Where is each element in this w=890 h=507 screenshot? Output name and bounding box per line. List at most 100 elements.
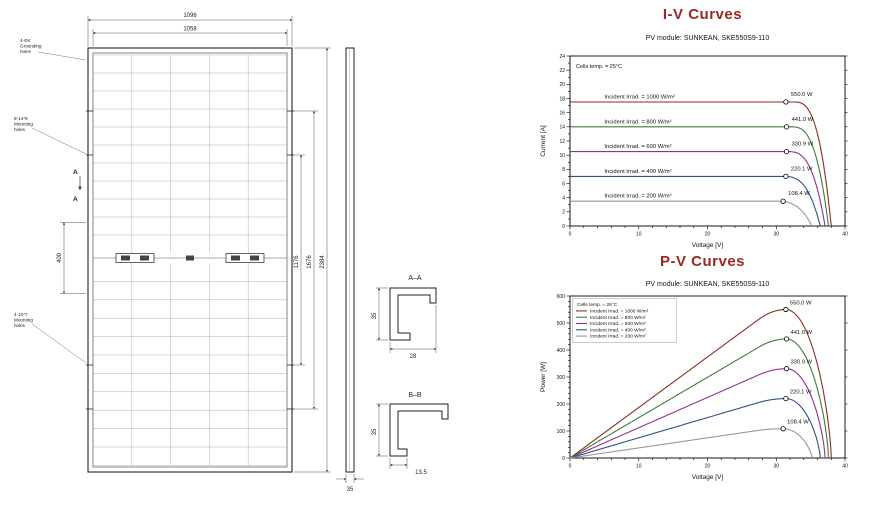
dim-overall-height: 2384 bbox=[320, 255, 326, 269]
svg-text:600: 600 bbox=[557, 294, 566, 300]
pmax-label-pv-1000: 550.0 W bbox=[790, 301, 812, 307]
pmax-label-pv-800: 441.0 W bbox=[791, 330, 813, 336]
dim-hole-span-outer: 1676 bbox=[307, 255, 313, 269]
pv-curve-600 bbox=[569, 368, 826, 459]
dimension-lines bbox=[31, 16, 437, 483]
dim-aa-height: 35 bbox=[372, 312, 378, 319]
iv-plot-area bbox=[569, 55, 846, 227]
mpp-marker-600 bbox=[783, 148, 790, 155]
svg-text:2: 2 bbox=[562, 210, 565, 216]
iv-curve-400 bbox=[570, 175, 821, 227]
svg-text:0: 0 bbox=[569, 232, 572, 238]
section-aa-label: A–A bbox=[408, 275, 422, 282]
svg-text:16: 16 bbox=[559, 110, 565, 116]
irrad-label-400: Incident Irrad. = 400 W/m² bbox=[604, 169, 671, 175]
svg-text:300: 300 bbox=[557, 375, 566, 381]
mpp-marker-pv-1000 bbox=[783, 306, 789, 313]
svg-text:30: 30 bbox=[773, 464, 779, 470]
pmax-label-pv-400: 220.1 W bbox=[790, 390, 812, 396]
mpp-marker-400 bbox=[783, 173, 789, 179]
solar-cell-grid bbox=[93, 54, 287, 466]
dim-inner-width: 1058 bbox=[183, 27, 197, 33]
svg-text:0: 0 bbox=[562, 456, 565, 462]
pmax-label-pv-200: 108.4 W bbox=[787, 420, 809, 426]
irrad-label-200: Incident Irrad. = 200 W/m² bbox=[604, 194, 671, 200]
pv-curves-chart: PV module: SUNKEAN, SKE550S9-110 0 10 20 30 4… bbox=[540, 281, 848, 481]
svg-text:10: 10 bbox=[559, 153, 565, 159]
dim-aa-width: 28 bbox=[410, 354, 417, 360]
legend-cells-temp: Cells temp. = 25°C bbox=[577, 302, 618, 308]
frame-profile-bb bbox=[389, 403, 449, 457]
iv-subtitle: PV module: SUNKEAN, SKE550S9-110 bbox=[646, 35, 770, 42]
iv-curve-200 bbox=[570, 200, 813, 227]
mpp-marker-800 bbox=[783, 124, 790, 130]
pmax-label-600: 330.9 W bbox=[792, 142, 814, 148]
panel-technical-drawing: 1096 1058 2384 1676 1176 400 35 35 28 35… bbox=[14, 13, 449, 493]
svg-text:14: 14 bbox=[559, 125, 565, 131]
svg-text:4: 4 bbox=[562, 195, 565, 201]
dim-clamp-span: 400 bbox=[57, 252, 63, 263]
legend-entry-800: Incident Irrad. = 800 W/m² bbox=[590, 315, 646, 321]
svg-text:10: 10 bbox=[636, 232, 642, 238]
mpp-marker-1000 bbox=[783, 99, 789, 105]
irrad-label-1000: Incident Irrad. = 1000 W/m² bbox=[604, 95, 674, 101]
dim-hole-span-inner: 1176 bbox=[294, 255, 300, 269]
pv-xlabel: Voltage [V] bbox=[692, 474, 724, 481]
pv-subtitle: PV module: SUNKEAN, SKE550S9-110 bbox=[646, 281, 770, 288]
pv-curves-title: P-V Curves bbox=[659, 253, 746, 270]
pmax-label-400: 220.1 W bbox=[791, 166, 813, 172]
mpp-marker-200 bbox=[780, 198, 786, 204]
mpp-marker-pv-200 bbox=[780, 426, 786, 432]
mounting-clamps bbox=[93, 252, 287, 264]
panel-side-view bbox=[345, 47, 355, 473]
svg-text:40: 40 bbox=[842, 464, 848, 470]
iv-curves-title: I-V Curves bbox=[662, 6, 743, 23]
pv-ylabel: Power [W] bbox=[540, 362, 547, 392]
legend-entry-400: Incident Irrad. = 400 W/m² bbox=[590, 327, 646, 333]
mounting-hole-marks bbox=[86, 110, 294, 410]
svg-text:100: 100 bbox=[557, 429, 566, 435]
svg-text:8: 8 bbox=[562, 167, 565, 173]
pmax-label-1000: 550.0 W bbox=[791, 92, 813, 98]
svg-text:500: 500 bbox=[557, 321, 566, 327]
pmax-label-200: 108.4 W bbox=[788, 191, 810, 197]
svg-text:200: 200 bbox=[557, 402, 566, 408]
section-bb-label: B–B bbox=[408, 392, 422, 399]
dim-bb-height: 35 bbox=[372, 428, 378, 435]
svg-text:10: 10 bbox=[636, 464, 642, 470]
pv-curve-400 bbox=[569, 398, 821, 459]
svg-text:20: 20 bbox=[705, 464, 711, 470]
legend-entry-200: Incident Irrad. = 200 W/m² bbox=[590, 334, 646, 340]
svg-text:400: 400 bbox=[557, 348, 566, 354]
svg-text:6: 6 bbox=[562, 181, 565, 187]
section-cut-letter-bottom: A bbox=[73, 196, 78, 203]
svg-text:20: 20 bbox=[705, 232, 711, 238]
dim-overall-width: 1096 bbox=[183, 13, 197, 19]
pmax-label-800: 441.0 W bbox=[792, 117, 814, 123]
iv-xlabel: Voltage [V] bbox=[692, 242, 724, 249]
panel-inner-frame bbox=[92, 52, 288, 468]
svg-text:30: 30 bbox=[773, 232, 779, 238]
dim-bb-width: 13.5 bbox=[415, 470, 427, 476]
frame-profile-aa bbox=[389, 287, 437, 341]
iv-curve-600 bbox=[570, 151, 826, 227]
iv-curves-chart: PV module: SUNKEAN, SKE550S9-110 0 10 20 30 4… bbox=[540, 35, 848, 249]
legend-entry-1000: Incident Irrad. = 1000 W/m² bbox=[590, 309, 649, 315]
mpp-marker-pv-400 bbox=[783, 395, 789, 402]
dimension-texts: 1096 1058 2384 1676 1176 400 35 35 28 35… bbox=[57, 13, 427, 493]
svg-text:24: 24 bbox=[559, 54, 565, 60]
irrad-label-800: Incident Irrad. = 800 W/m² bbox=[604, 119, 671, 125]
mpp-marker-pv-800 bbox=[783, 336, 790, 342]
svg-text:0: 0 bbox=[569, 464, 572, 470]
svg-text:20: 20 bbox=[559, 82, 565, 88]
iv-ylabel: Current [A] bbox=[540, 125, 547, 157]
section-cut-letter-top: A bbox=[73, 169, 78, 176]
mpp-marker-pv-600 bbox=[783, 366, 790, 372]
pv-curve-200 bbox=[569, 428, 813, 459]
